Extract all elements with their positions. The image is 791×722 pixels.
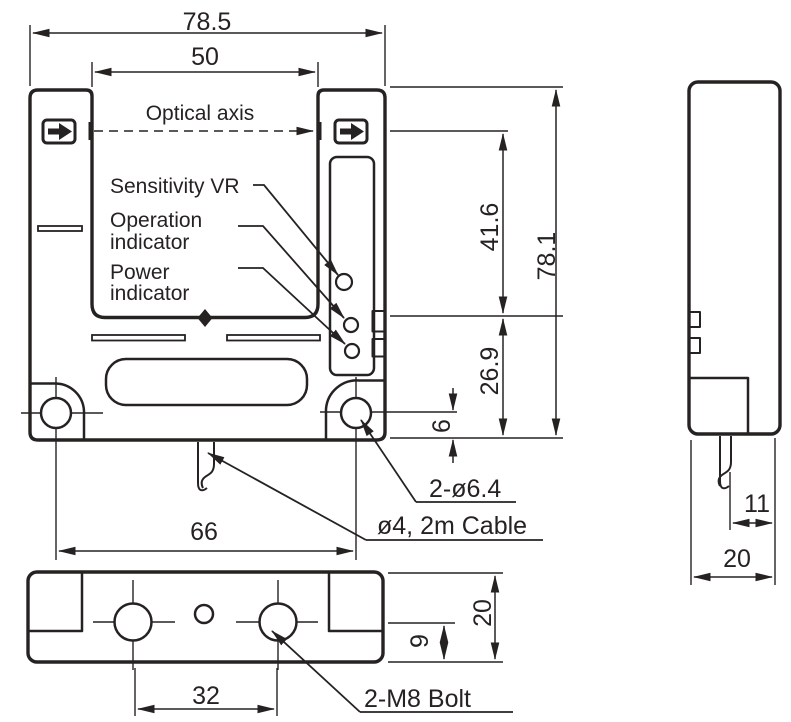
- note-mount-holes: 2-ø6.4: [360, 419, 516, 503]
- dim-78-1: 78.1: [533, 232, 561, 281]
- power-indicator-label-2: indicator: [110, 282, 189, 305]
- dim-11: 11: [744, 490, 770, 518]
- side-tab-lower: [688, 337, 701, 354]
- note-2-m8-bolt: 2-M8 Bolt: [364, 685, 471, 713]
- dim-78-5: 78.5: [183, 8, 232, 36]
- front-view: Optical axis Sensitivity VR Operation i: [21, 8, 563, 560]
- front-body-outline: [28, 88, 387, 442]
- dim-50: 50: [191, 43, 219, 71]
- power-indicator-label-1: Power: [110, 261, 170, 284]
- cable-gland-step: [690, 376, 750, 433]
- left-slit: [37, 225, 83, 232]
- mount-hole-right: [339, 396, 373, 430]
- note-cable-text: ø4, 2m Cable: [377, 512, 527, 540]
- dim-side: 11 20: [690, 438, 776, 585]
- bottom-view: 32 2-M8 Bolt 9 20: [26, 570, 513, 716]
- right-arrow-icon: [48, 123, 72, 140]
- operation-indicator-leader: [238, 225, 345, 319]
- sensitivity-vr-knob: [334, 272, 354, 292]
- bottom-step-right: [327, 573, 382, 633]
- cable-side: [717, 436, 732, 490]
- mount-hole-left: [39, 396, 73, 430]
- bottom-slit-right: [226, 334, 321, 342]
- power-indicator-leader: [238, 267, 346, 345]
- side-body-outline: [687, 80, 782, 436]
- axis-diamond-marker: [197, 309, 213, 327]
- operation-indicator-label-1: Operation: [110, 209, 202, 232]
- side-tab-upper: [371, 310, 386, 333]
- dim-bolt-spacing: 32: [134, 668, 278, 716]
- dim-20-side: 20: [723, 545, 751, 573]
- bolt-hole-right: [258, 602, 298, 642]
- dim-41-6: 41.6: [476, 203, 504, 252]
- dim-overall-width: 78.5: [29, 8, 386, 86]
- note-bolts: 2-M8 Bolt: [271, 630, 513, 713]
- dim-66: 66: [190, 518, 218, 546]
- label-recess: [104, 357, 309, 407]
- dim-right-side: 41.6 78.1 26.9 6: [390, 86, 563, 463]
- sensitivity-vr-label: Sensitivity VR: [110, 175, 240, 198]
- side-tab-upper: [688, 311, 701, 328]
- power-indicator-led: [343, 342, 361, 360]
- side-view: 11 20: [687, 80, 782, 585]
- optical-axis-label: Optical axis: [146, 102, 255, 125]
- note-2-dia-6-4: 2-ø6.4: [429, 475, 501, 503]
- dim-26-9: 26.9: [476, 347, 504, 396]
- operation-indicator-led: [342, 316, 360, 334]
- dim-bottom-right: 9 20: [388, 572, 503, 663]
- sensitivity-vr-leader: [253, 184, 339, 276]
- right-corner-pocket: [324, 379, 385, 440]
- emitter-mark: [41, 118, 77, 145]
- dim-32: 32: [192, 682, 220, 710]
- center-pin-hole: [193, 603, 215, 625]
- receiver-mark: [333, 118, 369, 145]
- dim-hole-spacing: 66: [58, 518, 354, 556]
- dim-6: 6: [428, 419, 456, 433]
- dim-9: 9: [406, 634, 434, 648]
- bolt-hole-left: [113, 602, 153, 642]
- dim-slot-width: 50: [91, 43, 319, 87]
- left-corner-pocket: [30, 382, 86, 440]
- side-tab-lower: [371, 338, 386, 358]
- right-arrow-icon: [340, 123, 364, 140]
- operation-indicator-label-2: indicator: [110, 231, 189, 254]
- dim-20-bottom: 20: [469, 599, 497, 627]
- note-cable: ø4, 2m Cable: [207, 452, 543, 541]
- bottom-slit-left: [91, 334, 186, 342]
- bottom-step-left: [29, 573, 84, 633]
- cable-front: [197, 442, 215, 492]
